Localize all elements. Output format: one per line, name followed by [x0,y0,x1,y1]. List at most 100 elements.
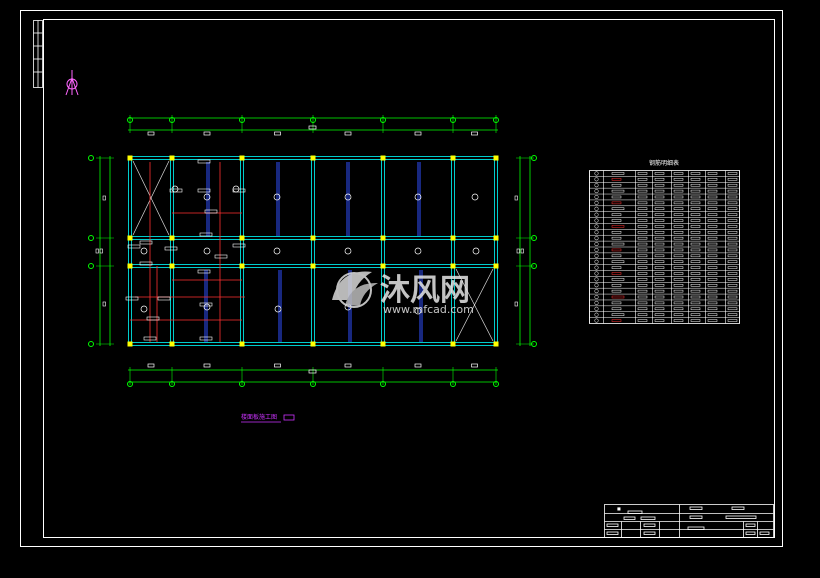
rebar-label [214,254,228,259]
slab-number-bubble [344,247,352,255]
table-cell [654,189,665,193]
table-cell [707,278,718,281]
table-row-marker [594,206,599,211]
table-cell [637,178,648,181]
table-cell [637,201,648,205]
table-cell [654,248,665,252]
dimension-text-mark [274,131,281,136]
table-cell [727,178,738,181]
rebar-label [164,246,178,251]
table-cell [727,254,738,258]
table-cell [611,178,622,181]
table-cell [611,313,625,316]
column [450,263,456,269]
table-cell [707,254,718,258]
table-cell [727,307,738,311]
table-cell [654,178,665,181]
floor-plan [88,115,537,387]
table-cell [690,213,701,216]
table-cell [673,313,684,316]
table-cell [690,242,701,246]
table-cell [690,183,701,187]
axis-bubble [239,117,245,123]
table-row-marker [594,230,599,235]
slab-number-bubble [472,247,480,255]
table-cell [707,319,718,322]
table-cell [611,301,622,305]
slab-number-bubble [273,247,281,255]
table-cell [673,219,684,222]
column [169,155,175,161]
table-cell [654,213,665,216]
table-cell [690,178,701,181]
table-row-marker [594,177,599,182]
table-cell [727,213,738,216]
table-row-marker [594,224,599,229]
column [450,155,456,161]
table-cell [637,236,648,240]
table-cell [727,195,738,199]
axis-bubble [127,117,133,123]
column [493,341,499,347]
table-cell [727,172,738,175]
table-cell [654,307,665,311]
table-cell [673,266,684,269]
rebar-label [232,243,246,248]
outer-sheet-border [20,10,783,547]
table-cell [611,307,622,311]
table-row-marker [594,289,599,294]
table-row-marker [594,236,599,241]
column [310,235,316,241]
axis-bubble [239,381,245,387]
table-cell [727,301,738,305]
table-cell [654,272,665,275]
table-cell [637,172,648,175]
table-cell [707,301,718,305]
table-cell [707,289,718,293]
table-cell [611,195,622,199]
table-cell [654,254,665,258]
rebar-label [139,240,153,245]
table-cell [611,225,625,228]
table-cell [611,248,622,252]
table-cell [637,195,648,199]
table-row-marker [594,189,599,194]
table-cell [637,307,648,311]
dimension-text-mark [514,195,518,201]
table-cell [611,278,625,281]
table-cell [673,207,684,210]
dimension-text-mark [203,131,211,136]
table-row-marker [594,312,599,317]
table-row-marker [594,259,599,264]
column [380,341,386,347]
column [239,155,245,161]
table-cell [727,313,738,316]
table-cell [707,189,718,193]
axis-bubble [493,117,499,123]
table-cell [611,266,622,269]
title-block: ■ [604,504,774,538]
table-cell [611,219,622,222]
dimension-text-mark [414,363,422,368]
axis-bubble [531,341,537,347]
table-cell [673,260,684,263]
table-cell [611,207,625,210]
table-cell [654,289,665,293]
table-cell [611,213,622,216]
table-row-marker [594,283,599,288]
table-cell [673,248,684,252]
column [239,235,245,241]
dimension-text-mark [471,131,478,136]
table-cell [673,225,684,228]
table-cell [690,313,701,316]
table-cell [707,183,718,187]
table-cell [611,272,622,275]
table-cell [707,313,718,316]
table-cell [673,319,684,322]
column [127,263,133,269]
column [169,235,175,241]
table-cell [707,248,718,252]
table-cell [727,272,738,275]
rebar-label [204,209,218,214]
